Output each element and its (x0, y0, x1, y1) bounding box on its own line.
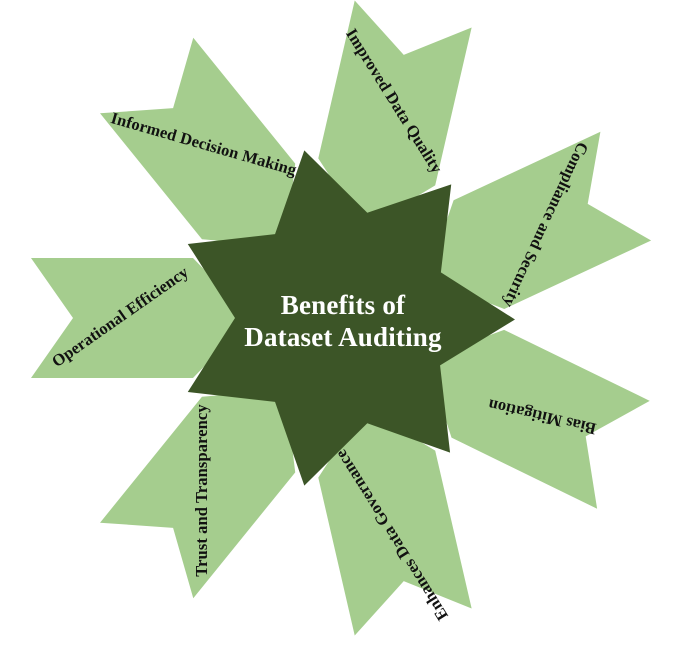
center-star-shape (187, 150, 515, 486)
petal-shape[interactable] (426, 131, 652, 309)
petal-shape[interactable] (31, 258, 251, 378)
center-title-line1: Benefits of (281, 290, 406, 320)
petals-group (31, 0, 652, 636)
petal-label: Trust and Transparency (192, 404, 211, 577)
petal-shape[interactable] (318, 0, 472, 229)
petal-shape[interactable] (425, 329, 650, 509)
center-title-group: Benefits of Dataset Auditing (244, 290, 442, 352)
petal-shape[interactable] (100, 389, 296, 599)
petal-shape[interactable] (318, 407, 472, 636)
center-title-line2: Dataset Auditing (244, 322, 442, 352)
petal-shape[interactable] (100, 37, 296, 247)
